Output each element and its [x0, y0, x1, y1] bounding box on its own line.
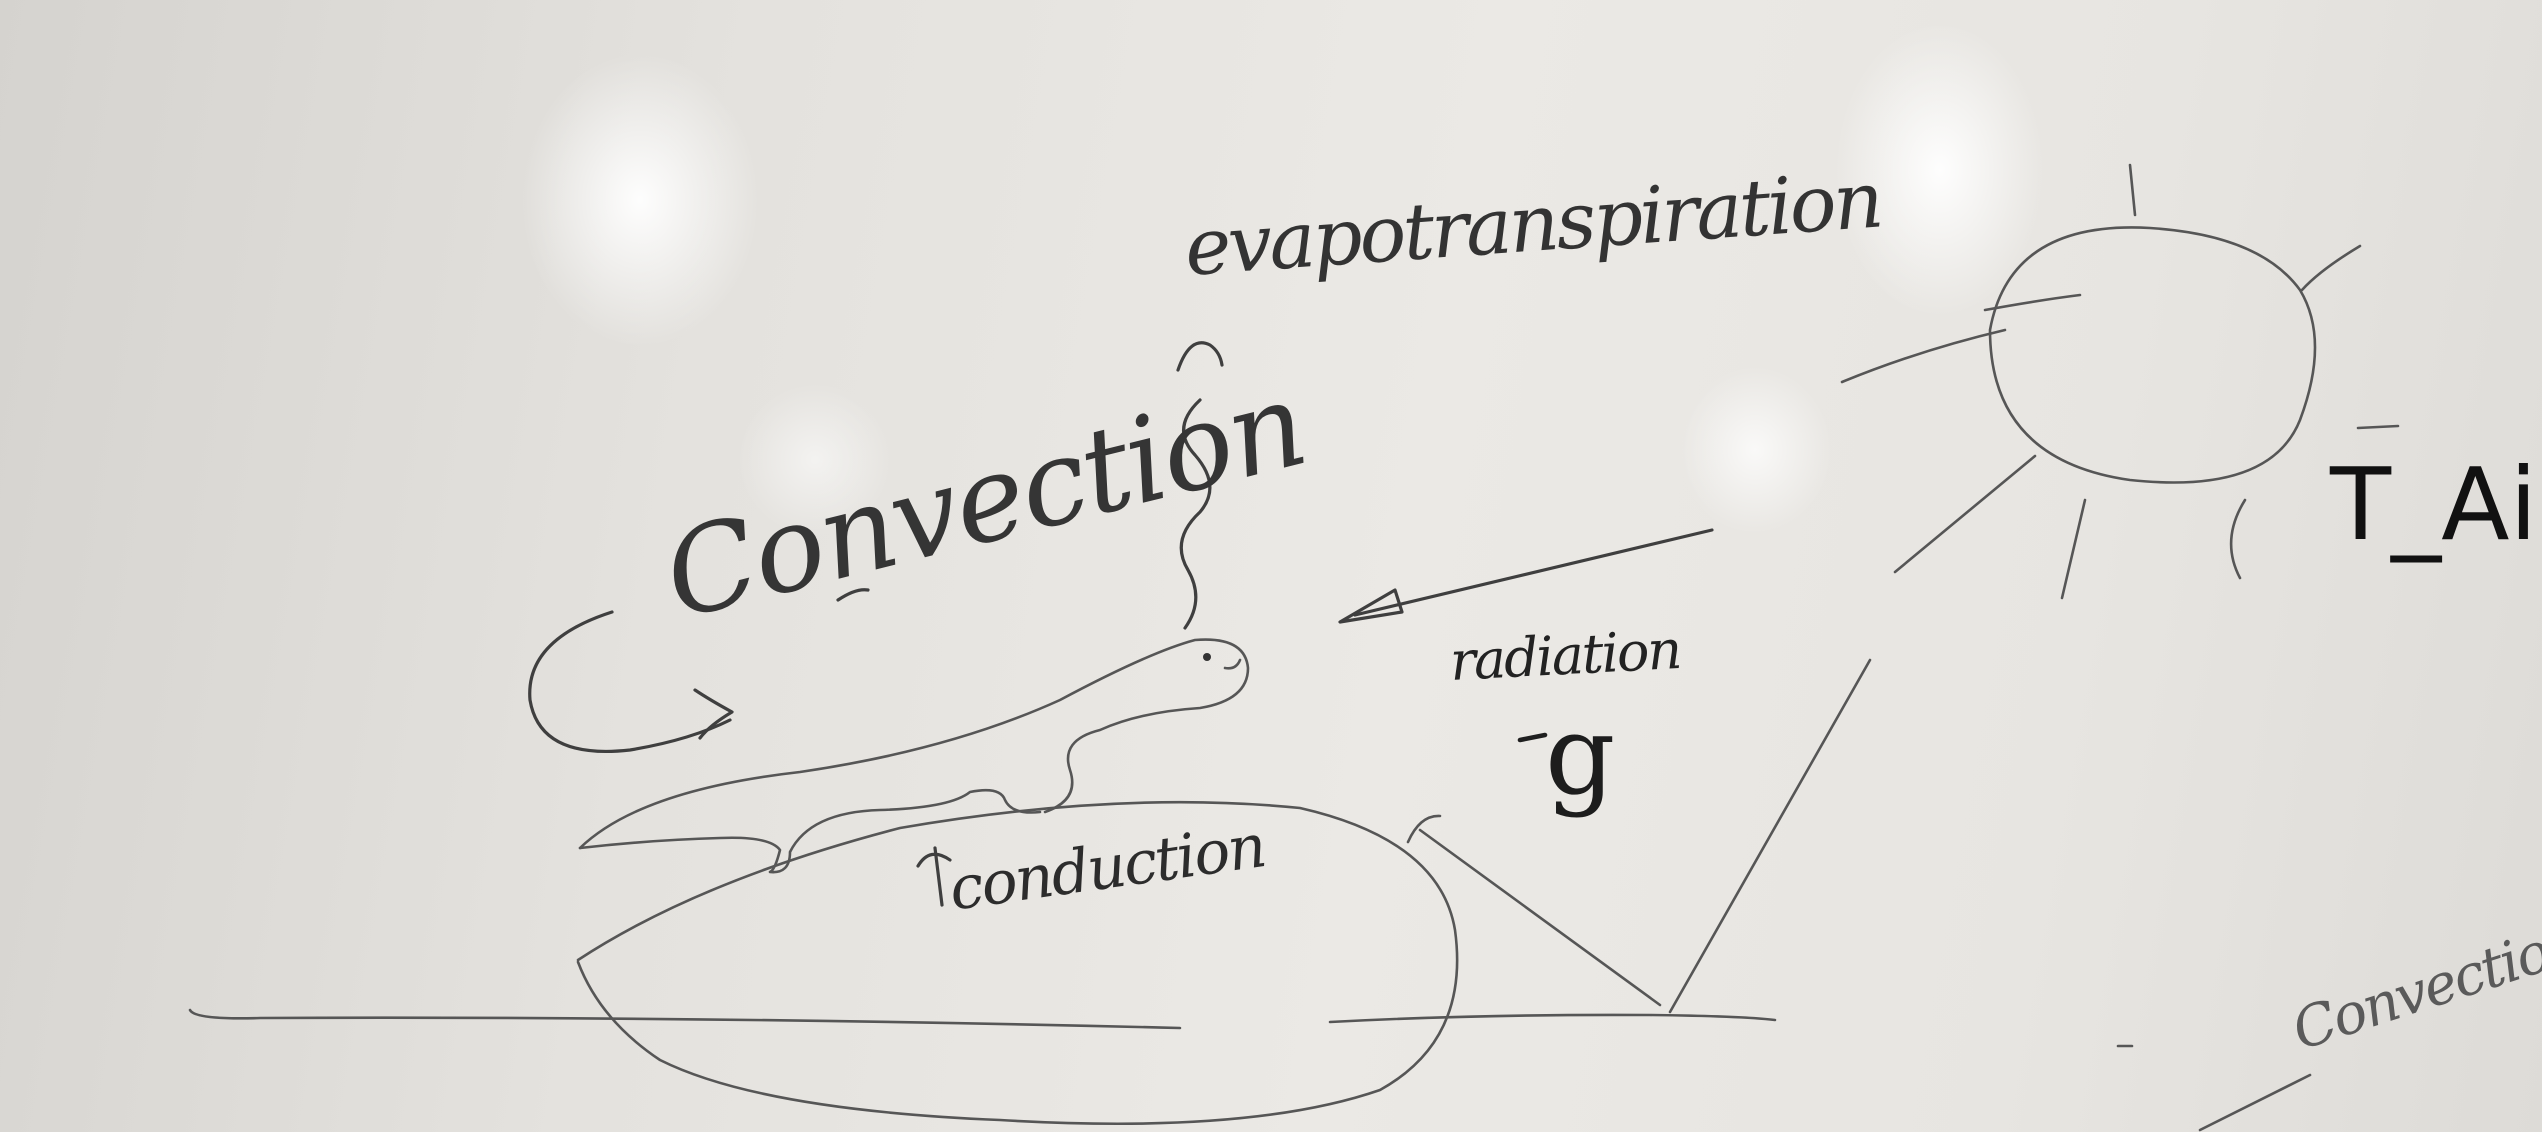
sun-ray-top-right [2300, 244, 2362, 292]
sun-ray-bottom-right [2229, 498, 2247, 580]
sun-ray-left [1983, 293, 2082, 312]
g-dash [1517, 732, 1548, 743]
evaporation-squiggle [1179, 398, 1212, 630]
label-g-symbol: g [1545, 691, 1616, 819]
lizard-belly [578, 788, 1042, 874]
radiation-arrow-shaft [1353, 528, 1714, 617]
ground-line-right [1328, 1013, 1777, 1024]
stray-line-bottom-right [2198, 1073, 2312, 1132]
ground-line [188, 1008, 1182, 1030]
sun-ray-far [1840, 328, 2007, 384]
sun-ray-top [2128, 163, 2137, 217]
sun-ray-bottom [2060, 498, 2087, 600]
convection-arrow [693, 688, 734, 740]
conduction-arrow [916, 846, 952, 907]
reflected-radiation-line [1668, 658, 1872, 1014]
lizard-eye [1203, 653, 1211, 661]
convection-loop [528, 610, 732, 753]
reflected-radiation-arrowhead [1406, 814, 1442, 844]
evaporation-arrowhead [1176, 341, 1224, 372]
sun-ray-right-dash [2356, 424, 2400, 430]
sun-ray-lower-left [1893, 454, 2037, 574]
label-radiation: radiation [1448, 617, 1682, 693]
lizard-body [578, 638, 1250, 850]
sun-circle [1988, 226, 2317, 484]
lizard-mouth [1223, 658, 1242, 670]
rock-outline [576, 800, 1459, 1126]
label-t-air: T_Air [2330, 446, 2542, 563]
radiation-arrowhead [1338, 588, 1404, 624]
convection-dash [836, 588, 870, 602]
reflected-radiation-return [1418, 828, 1662, 1007]
